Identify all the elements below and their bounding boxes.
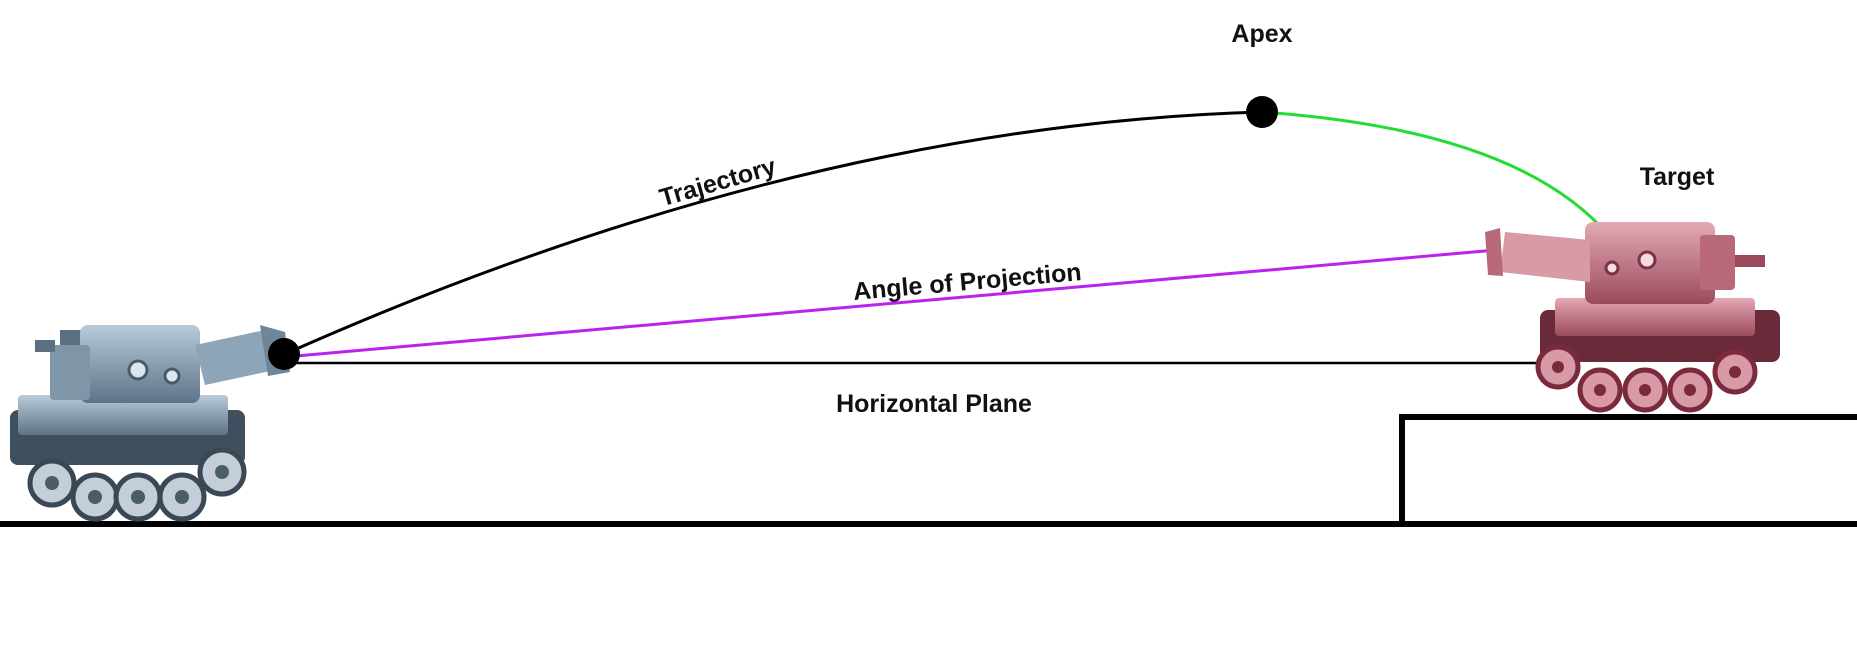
apex-label: Apex [1231, 20, 1292, 48]
shooter-tank-icon [10, 325, 290, 522]
raised-platform [1399, 414, 1857, 524]
angle-of-projection-line [284, 248, 1497, 359]
target-label: Target [1640, 163, 1715, 191]
launch-point [268, 338, 300, 370]
angle-of-projection-label: Angle of Projection [852, 258, 1083, 306]
horizontal-plane-label: Horizontal Plane [836, 390, 1032, 418]
target-tank-icon [1485, 222, 1780, 413]
trajectory-label: Trajectory [656, 152, 779, 212]
trajectory-descent-curve [1261, 110, 1612, 238]
trajectory-ascent-curve [284, 110, 1263, 356]
apex-point [1246, 96, 1278, 128]
